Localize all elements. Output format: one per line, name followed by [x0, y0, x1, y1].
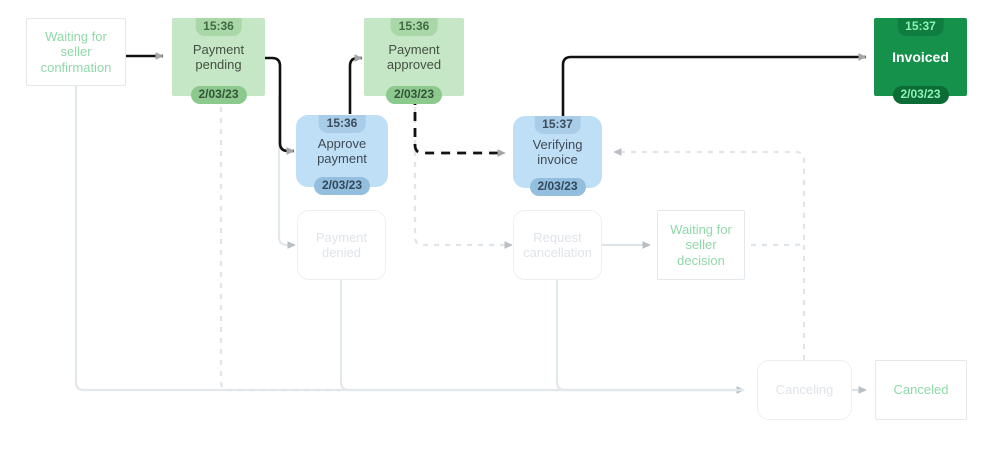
node-time-badge: 15:36	[318, 115, 366, 133]
node-label: Waiting for seller decision	[670, 222, 732, 268]
node-payment-approved[interactable]: 15:36 Payment approved 2/03/23	[364, 18, 464, 104]
node-label: Waiting for seller confirmation	[40, 29, 112, 75]
edge-payment-approved-to-request-cancellation	[413, 96, 513, 249]
node-payment-denied[interactable]: Payment denied	[297, 210, 386, 280]
node-label: Payment approved	[386, 41, 442, 72]
node-payment-pending[interactable]: 15:36 Payment pending 2/03/23	[172, 18, 265, 104]
node-waiting-seller-confirmation[interactable]: Waiting for seller confirmation	[26, 18, 126, 86]
node-canceled[interactable]: Canceled	[875, 360, 967, 420]
node-label: Payment pending	[192, 41, 245, 72]
node-label: Verifying invoice	[532, 136, 583, 167]
node-approve-payment[interactable]: 15:36 Approve payment 2/03/23	[296, 115, 388, 195]
node-label: Canceled	[893, 382, 949, 398]
node-verifying-invoice[interactable]: 15:37 Verifying invoice 2/03/23	[513, 116, 602, 196]
node-label: Request cancellation	[523, 229, 592, 260]
edge-request-cancellation-down-rail	[555, 280, 744, 392]
node-date-badge: 2/03/23	[190, 86, 247, 104]
node-time-badge: 15:36	[390, 18, 438, 36]
node-invoiced[interactable]: 15:37 Invoiced 2/03/23	[874, 18, 967, 104]
node-time-badge: 15:37	[897, 18, 944, 36]
edge-payment-approved-to-verifying-invoice	[413, 96, 506, 157]
node-request-cancellation[interactable]: Request cancellation	[513, 210, 602, 280]
node-date-badge: 2/03/23	[529, 178, 586, 196]
edge-payment-pending-to-payment-denied	[277, 96, 296, 249]
node-date-badge: 2/03/23	[892, 86, 949, 104]
node-time-badge: 15:36	[195, 18, 242, 36]
edge-approve-payment-to-payment-approved	[348, 54, 363, 114]
node-date-badge: 2/03/23	[385, 86, 443, 104]
edge-payment-denied-down-rail	[339, 280, 744, 392]
node-label: Invoiced	[892, 48, 949, 65]
node-label: Canceling	[775, 382, 834, 398]
node-waiting-seller-decision[interactable]: Waiting for seller decision	[657, 210, 745, 280]
edge-verifying-invoice-to-invoiced	[561, 53, 867, 116]
node-time-badge: 15:37	[534, 116, 581, 134]
edge-payment-pending-to-approve-payment	[265, 56, 295, 155]
node-date-badge: 2/03/23	[313, 177, 371, 195]
node-label: Payment denied	[315, 229, 368, 260]
node-label: Approve payment	[317, 135, 367, 166]
edge-waiting-confirmation-to-canceling	[74, 86, 745, 394]
node-canceling[interactable]: Canceling	[757, 360, 852, 420]
